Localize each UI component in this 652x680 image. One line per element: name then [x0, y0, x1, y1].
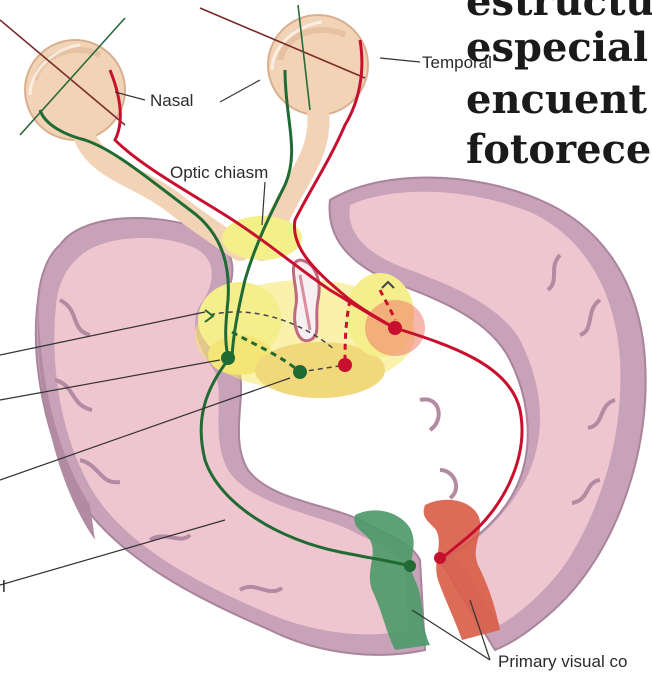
- heading-line-3: encuent: [466, 78, 647, 122]
- heading-line-4: fotorece: [466, 128, 651, 172]
- heading-line-2: especial: [466, 26, 648, 70]
- label-left-fragment: l: [2, 577, 6, 596]
- label-primary-visual-cortex: Primary visual co: [498, 652, 627, 671]
- label-optic-chiasm: Optic chiasm: [170, 163, 268, 182]
- right-eye: [268, 15, 368, 115]
- left-eye: [25, 40, 125, 140]
- heading-line-1: estructu: [466, 0, 652, 24]
- label-nasal: Nasal: [150, 91, 193, 110]
